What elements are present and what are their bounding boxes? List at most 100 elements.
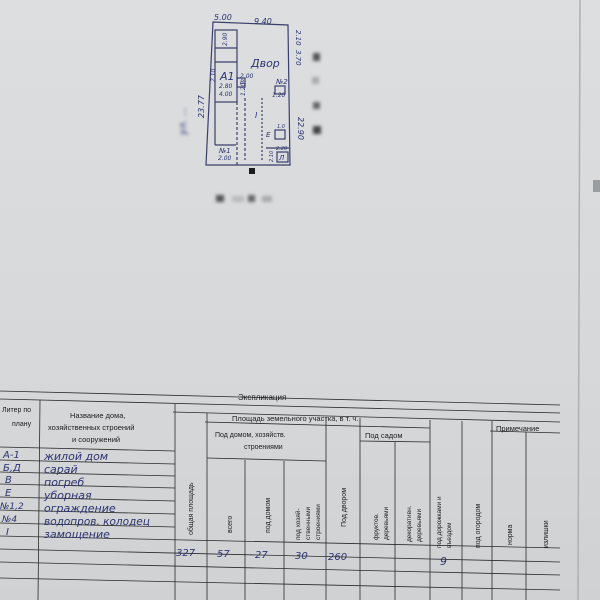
total-roads: 9 (440, 555, 447, 568)
site-plan (205, 21, 291, 166)
row-liter: Е (5, 488, 12, 499)
dim-mid: 1.20 (240, 82, 247, 96)
table-row-line (0, 522, 176, 528)
table-rows: А-1 жилой дом Б,Д сарай В погреб Е уборн… (0, 450, 150, 541)
table-row-line (0, 577, 561, 591)
row-name: погреб (44, 476, 84, 489)
col-roads-header-1: под дорожками и (436, 496, 443, 548)
dim-e: 1.0 (277, 124, 285, 130)
dim-small-2: 2.10 (269, 151, 275, 162)
table-under-split (206, 457, 327, 462)
label-n2: №2 (275, 78, 288, 86)
total-yard: 260 (328, 552, 347, 563)
table-row-line (0, 496, 176, 502)
table-title-line (0, 398, 561, 414)
table-title: Экспликация (238, 393, 286, 402)
row-liter: А-1 (2, 450, 20, 461)
col-note-header: Примечание (496, 424, 539, 433)
col-name-header-line1: Название дома, (70, 411, 126, 420)
total-area: 327 (176, 548, 196, 559)
dim-top-right: 9.40 (254, 17, 272, 26)
dim-top-left: 5.00 (214, 13, 232, 22)
toilet-e-outline (274, 129, 286, 140)
total-house: 27 (255, 550, 268, 561)
col-norm-header: норма (507, 525, 514, 545)
dim-small-1: 2.20 (276, 146, 287, 152)
col-outbuildings-header-3: строениями (315, 504, 322, 540)
table-top-border (0, 390, 561, 406)
label-b: В (240, 79, 244, 86)
row-liter: №4 (1, 515, 17, 525)
plot-boundary (205, 21, 291, 166)
col-outbuildings-header-1: под хозяй- (294, 508, 302, 540)
dim-right-upper: 3.70 (294, 50, 302, 66)
label-a1: А1 (219, 70, 235, 83)
col-name-header-line2: хозяйственных строений (48, 423, 134, 432)
col-liter-line2: плану (12, 421, 32, 428)
col-liter-line1: Литер по (2, 407, 31, 414)
row-name: сарай (44, 463, 78, 476)
row-name: уборная (43, 489, 92, 502)
table-row-line (0, 471, 176, 477)
dim-right-upper2: 2.10 (294, 30, 302, 46)
col-area-group-header: Площадь земельного участка, в т. ч. (232, 414, 358, 423)
col-house-header: под домом (265, 498, 272, 533)
well-outline (276, 151, 289, 163)
explication-table (0, 390, 561, 600)
table-note-line (489, 430, 561, 434)
row-name: жилой дом (43, 450, 108, 463)
dim-inner-2: 4.00 (219, 91, 233, 98)
redacted-marks (216, 53, 321, 202)
table-row-line (0, 483, 176, 489)
col-yard-header: Под двором (341, 488, 348, 527)
col-fruit-header-2: деревьями (383, 507, 390, 540)
dim-left-upper: 2.10 (210, 68, 217, 82)
label-n1: №1 (218, 147, 231, 155)
dim-n2: 1.20 (272, 92, 286, 99)
col-excess-header: излишки (543, 520, 550, 548)
row-name: ограждение (44, 502, 116, 515)
total-outbuildings: 30 (295, 551, 308, 562)
house-a1-outline (214, 29, 238, 103)
row-liter: I (6, 527, 9, 538)
row-liter: №1,2 (0, 502, 24, 512)
table-header-line (172, 411, 561, 423)
col-fruit-header-1: фруктов. (373, 513, 380, 540)
label-i: I (255, 111, 258, 120)
table-row-line (0, 509, 176, 515)
dim-left-long: 23.77 (197, 94, 206, 118)
plan-marker (249, 168, 255, 174)
col-roads-header-2: въездом (446, 522, 453, 548)
col-decor-header-2: деревьями (416, 509, 423, 542)
cellar-b-outline (236, 77, 246, 88)
col-name-header-line3: и сооружений (72, 435, 120, 444)
dim-n1: 2.00 (218, 155, 232, 162)
col-total-header: общая площадь (187, 482, 195, 535)
table-subheader-line (204, 421, 431, 429)
table-row-line (0, 459, 176, 465)
row-name: замощение (44, 528, 110, 541)
fence-n2-outline (274, 85, 286, 95)
table-totals-line (0, 548, 561, 563)
col-under-group-line2: строениями (244, 444, 283, 451)
totals-row: 327 57 27 30 260 9 (176, 548, 447, 568)
col-outbuildings-header-2: ственными (305, 506, 312, 540)
dim-inner-1: 2.80 (219, 83, 233, 90)
total-all: 57 (217, 549, 230, 560)
col-vegetable-header: под огородом (475, 504, 482, 548)
table-row-line (0, 446, 176, 452)
table-row-line (0, 561, 561, 576)
row-name: водопров. колодец (44, 516, 150, 528)
col-all-header: всего (227, 516, 234, 533)
row-liter: Б,Д (3, 463, 21, 474)
table-col-line (37, 399, 41, 600)
binding-mark (593, 180, 600, 192)
table-row-line (0, 535, 561, 549)
row-liter: В (5, 475, 12, 486)
street-label: ул. ... (178, 107, 189, 136)
dim-b: 2.90 (222, 32, 229, 46)
col-garden-header: Под садом (365, 431, 402, 440)
label-l: Л (278, 154, 285, 162)
label-e: Е (266, 131, 271, 139)
